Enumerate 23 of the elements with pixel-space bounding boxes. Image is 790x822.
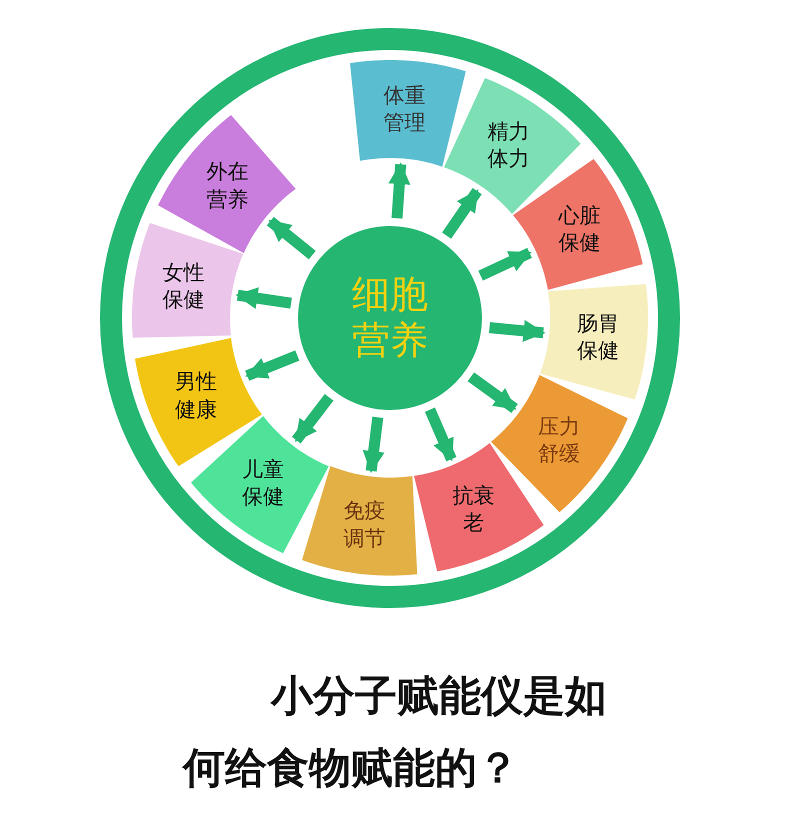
segment-label: 心脏保健 xyxy=(557,202,602,257)
segment-label: 儿童保健 xyxy=(240,456,285,511)
arrow xyxy=(388,162,410,219)
segment-label: 女性保健 xyxy=(161,260,206,314)
segment-label: 外在营养 xyxy=(206,159,250,214)
arrow xyxy=(468,372,518,413)
arrow xyxy=(488,320,546,342)
center-label: 细胞营养 xyxy=(351,272,429,364)
segment-label: 精力体力 xyxy=(486,118,530,173)
arrow xyxy=(245,350,300,381)
arrow xyxy=(292,394,334,444)
arrow xyxy=(236,287,292,309)
arrow xyxy=(478,248,532,281)
segment-label: 抗衰老 xyxy=(451,482,496,537)
arrow xyxy=(442,188,482,239)
arrow xyxy=(424,408,456,462)
segment-label: 免疫调节 xyxy=(342,498,387,552)
segment-label: 体重管理 xyxy=(382,82,427,136)
segment-label: 压力舒缓 xyxy=(537,414,582,468)
arrow xyxy=(362,416,385,474)
segment-label: 男性健康 xyxy=(174,368,218,424)
arrow xyxy=(266,216,316,260)
segment-label: 肠胃保健 xyxy=(576,310,620,366)
